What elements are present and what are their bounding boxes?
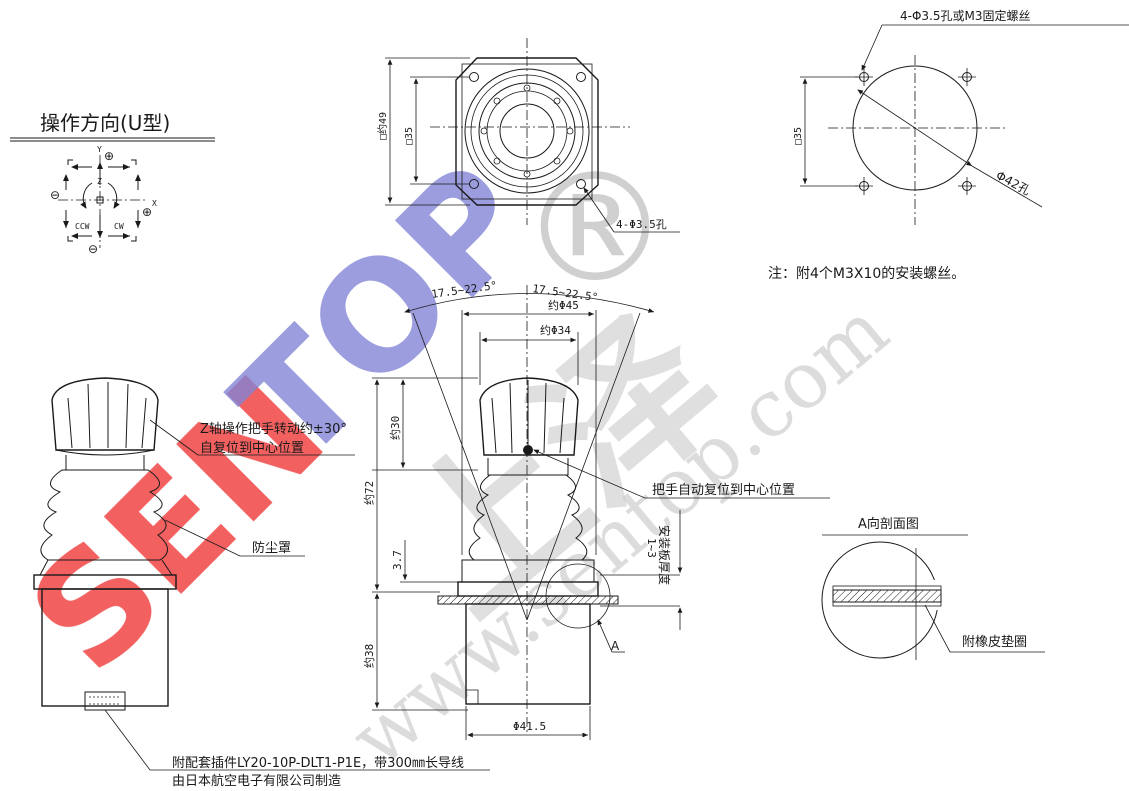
center-note: 把手自动复位到中心位置 <box>652 483 795 498</box>
panel-thickness-2: 1~3 <box>645 538 658 558</box>
section-title: A向剖面图 <box>858 516 919 532</box>
connector-note-1: 附配套插件LY20-10P-DLT1-P1E，带300㎜长导线 <box>172 755 464 771</box>
z-note-1: Z轴操作把手转动约±30° <box>200 421 347 437</box>
z-note-2: 自复位到中心位置 <box>200 441 304 456</box>
cw-label: CW <box>114 222 124 231</box>
direction-diagram: 操作方向(U型) Y ⊕ Z X ⊕ ⊖ ⊖ CCW CW <box>10 111 215 256</box>
axis-y-minus: ⊖ <box>88 242 98 256</box>
watermark: SEN TOP ® 上泽 www.sentop.com <box>0 132 905 784</box>
cut-hole-note: 4-Φ3.5孔或M3固定螺丝 <box>900 8 1030 23</box>
front-view: 17.5~22.5° 17.5~22.5° 约Φ45 约Φ34 约30 约72 <box>363 279 830 740</box>
cut-dim: □35 <box>793 127 804 145</box>
axis-x-label: X <box>152 199 157 208</box>
direction-title: 操作方向(U型) <box>40 111 170 135</box>
dia45-label: 约Φ45 <box>548 299 579 312</box>
h37-label: 3.7 <box>391 550 404 570</box>
dia34-label: 约Φ34 <box>540 324 571 337</box>
connector-note-2: 由日本航空电子有限公司制造 <box>172 773 341 789</box>
panel-cutout: □35 Φ42孔 4-Φ3.5孔或M3固定螺丝 注：附4个M3X10的安装螺丝。 <box>768 8 1129 282</box>
dia415-label: Φ41.5 <box>513 720 546 733</box>
cut-dia: Φ42孔 <box>994 168 1033 198</box>
axis-y-plus: ⊕ <box>104 149 114 163</box>
top-view: □约49 □35 4-Φ3.5孔 <box>376 38 680 233</box>
h72-label: 约72 <box>363 481 376 505</box>
axis-y-label: Y <box>97 145 102 154</box>
cut-note: 注：附4个M3X10的安装螺丝。 <box>768 266 965 282</box>
axis-x-plus: ⊕ <box>142 205 152 219</box>
section-view: A向剖面图 附橡皮垫圈 <box>821 516 1045 660</box>
gasket-label: 附橡皮垫圈 <box>962 634 1027 650</box>
ccw-label: CCW <box>75 222 90 231</box>
top-outer-dim: □约49 <box>376 112 389 140</box>
top-inner-dim: □35 <box>404 127 415 145</box>
axis-z-label: Z <box>97 177 102 186</box>
side-view: Z轴操作把手转动约±30° 自复位到中心位置 防尘罩 附配套插件LY20-10P… <box>33 377 490 789</box>
top-hole-note: 4-Φ3.5孔 <box>616 218 667 231</box>
dust-cover-label: 防尘罩 <box>252 540 291 556</box>
panel-thickness-1: 安装板厚度 <box>657 525 672 585</box>
section-mark: A <box>611 639 620 653</box>
axis-x-minus: ⊖ <box>50 188 60 202</box>
watermark-registered: ® <box>520 142 670 316</box>
h30-label: 约30 <box>389 416 402 440</box>
h38-label: 约38 <box>363 644 376 668</box>
